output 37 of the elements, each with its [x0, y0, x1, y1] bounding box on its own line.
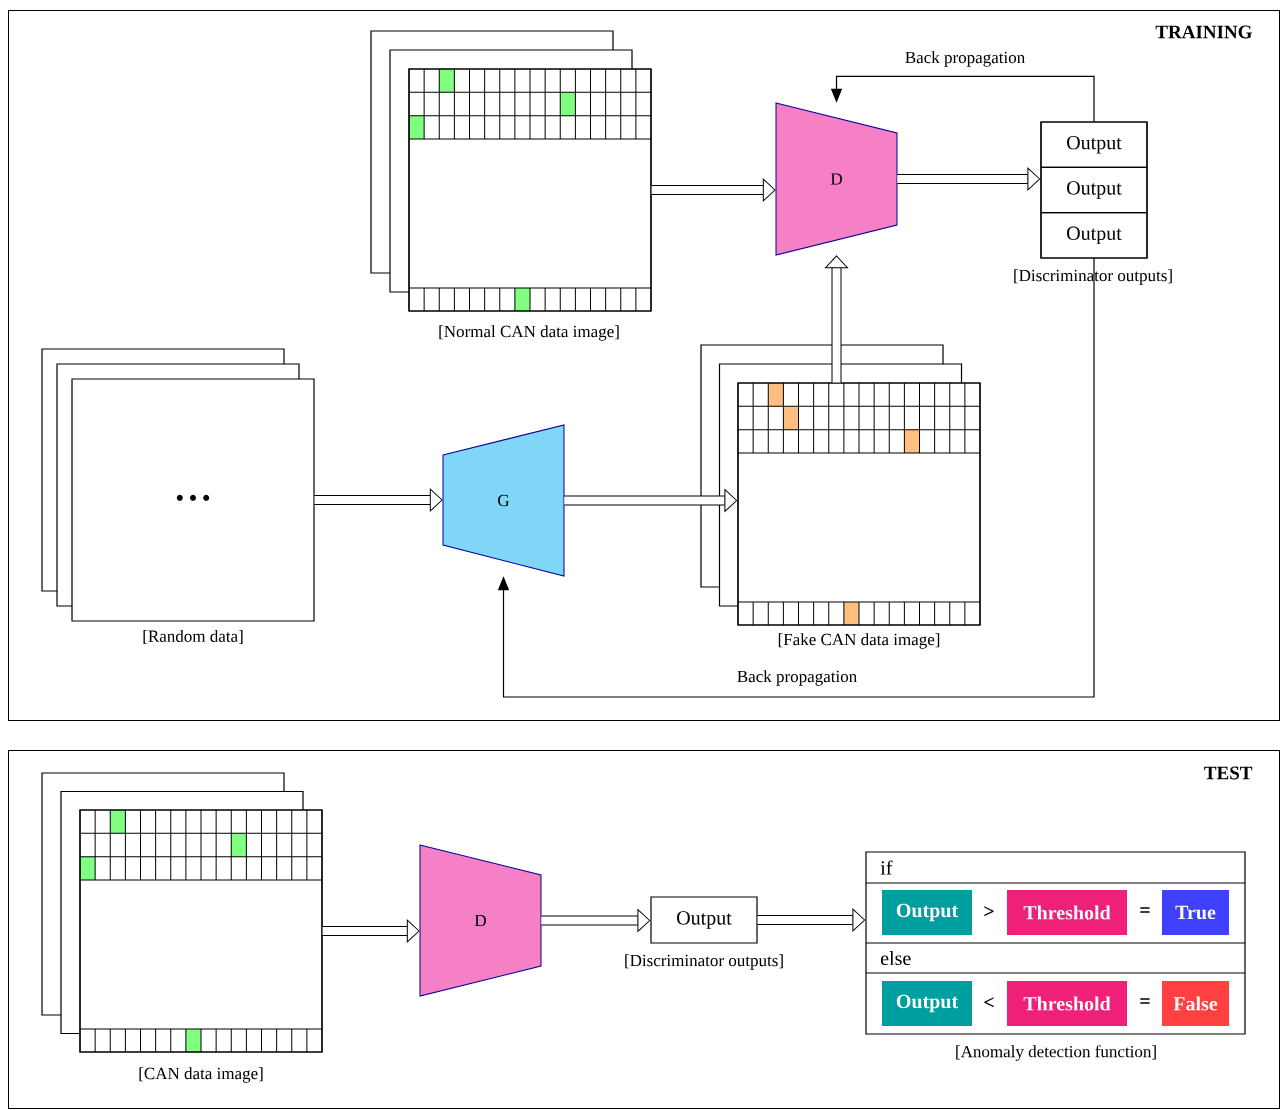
value-box: True: [1162, 890, 1229, 935]
table-row-label: else: [881, 950, 911, 966]
block-arrow: [897, 167, 1041, 191]
block-arrow: [825, 255, 848, 383]
block-arrow: [541, 909, 651, 932]
block-arrow: [757, 908, 866, 932]
data-image-drawing: • • •: [41, 348, 315, 622]
block-arrow: [314, 488, 443, 512]
output-box: Output: [650, 896, 758, 944]
table-row-label: if: [880, 860, 893, 875]
node-label: [Normal CAN data image]: [439, 325, 619, 341]
value-box: Threshold: [1007, 890, 1127, 935]
value-box: Threshold: [1007, 981, 1127, 1026]
discriminator-trapezoid: D: [775, 102, 898, 256]
block-arrow: [651, 178, 776, 202]
operator-sign: =: [1140, 907, 1150, 913]
operator-sign: =: [1140, 998, 1150, 1004]
node-label: [Anomaly detection function]: [956, 1045, 1156, 1061]
node-label: [CAN data image]: [139, 1067, 263, 1083]
node-label: [Fake CAN data image]: [778, 633, 940, 649]
generator-trapezoid: G: [442, 424, 565, 577]
operator-sign: <: [984, 997, 994, 1008]
output-box: Output: [1040, 212, 1148, 259]
block-arrow: [564, 489, 738, 512]
node-label: [Random data]: [143, 629, 243, 645]
edge-label: Back propagation: [903, 50, 1027, 68]
value-box: Output: [882, 890, 972, 935]
operator-sign: >: [984, 906, 994, 917]
value-box: False: [1162, 981, 1229, 1026]
value-box: Output: [882, 981, 972, 1026]
node-label: [Discriminator outputs]: [625, 954, 783, 970]
discriminator-trapezoid: D: [419, 844, 542, 997]
block-arrow: [322, 919, 420, 943]
output-box: Output: [1040, 166, 1148, 214]
output-box: Output: [1040, 121, 1148, 168]
edge-label: Back propagation: [735, 669, 859, 687]
arrow: [497, 258, 1095, 698]
